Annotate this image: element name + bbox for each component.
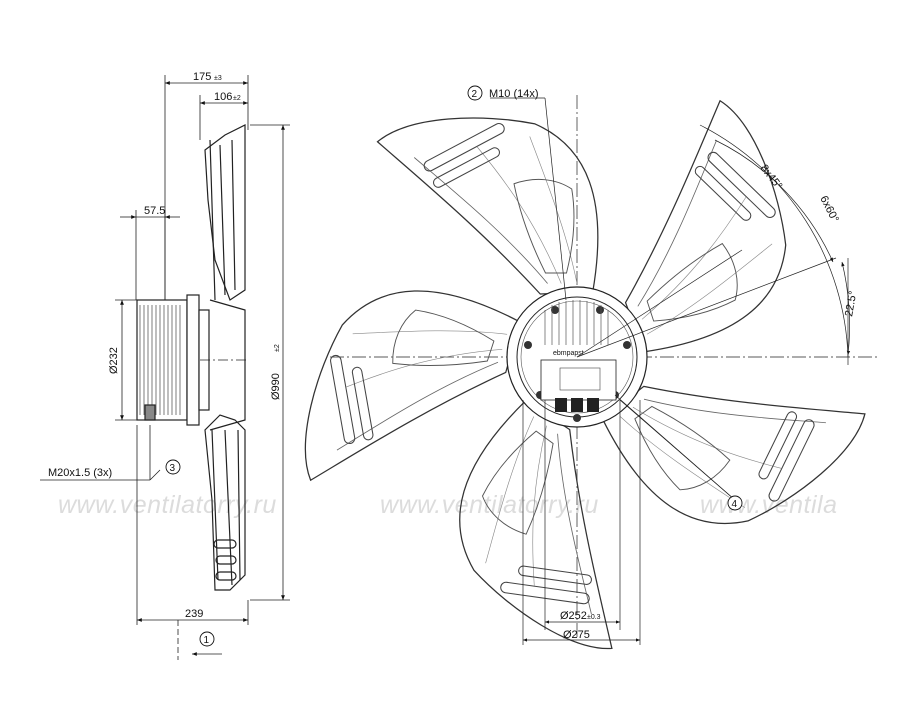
watermark-text-3: www.ventila: [700, 491, 838, 519]
side-dimension-labels: 175 ±3 106 ±2 57.5 Ø232 Ø990 ±2 M20x1.5 …: [48, 71, 282, 620]
front-view: ebmpapst M10 (14x) 8x45° 6x: [287, 85, 880, 669]
side-view: [40, 75, 290, 660]
watermark-text-1: www.ventilatorry.ru: [58, 491, 277, 519]
svg-text:4: 4: [732, 499, 738, 510]
dim-106-tol: ±2: [233, 95, 241, 102]
side-dimensions: [40, 75, 290, 660]
watermark-text-2: www.ventilatorry.ru: [380, 491, 599, 519]
callout-3: 3: [165, 459, 181, 475]
dim-990-tol: ±2: [274, 344, 281, 352]
svg-text:1: 1: [204, 635, 210, 646]
thread-m20: M20x1.5 (3x): [48, 467, 112, 479]
dim-990: Ø990: [270, 373, 282, 400]
dim-57-5: 57.5: [144, 205, 165, 217]
thread-m10: M10 (14x): [489, 88, 539, 100]
angle-lines: [576, 124, 851, 501]
svg-text:3: 3: [170, 463, 176, 474]
angle-22-5: 22.5°: [843, 290, 859, 318]
blade-profile: [200, 124, 248, 591]
callout-2: 2: [467, 85, 483, 101]
dim-232: Ø232: [108, 347, 120, 374]
dim-175: 175: [193, 71, 211, 83]
callout-4: 4: [727, 495, 743, 511]
dim-275: Ø275: [563, 629, 590, 641]
svg-text:2: 2: [472, 89, 478, 100]
dim-252-tol: ±0.3: [587, 614, 601, 621]
motor-body: [136, 294, 210, 426]
dim-239: 239: [185, 608, 203, 620]
dim-175-tol: ±3: [214, 75, 222, 82]
angle-8x45: 8x45°: [758, 162, 785, 192]
angle-6x60: 6x60°: [817, 194, 841, 225]
watermark: www.ventilatorry.ru www.ventilatorry.ru …: [58, 491, 838, 519]
hub-logo: ebmpapst: [553, 350, 584, 357]
bottom-dimensions: [490, 97, 641, 645]
callout-1: 1: [199, 631, 215, 647]
dim-252: Ø252: [560, 610, 587, 622]
dim-106: 106: [214, 91, 232, 103]
